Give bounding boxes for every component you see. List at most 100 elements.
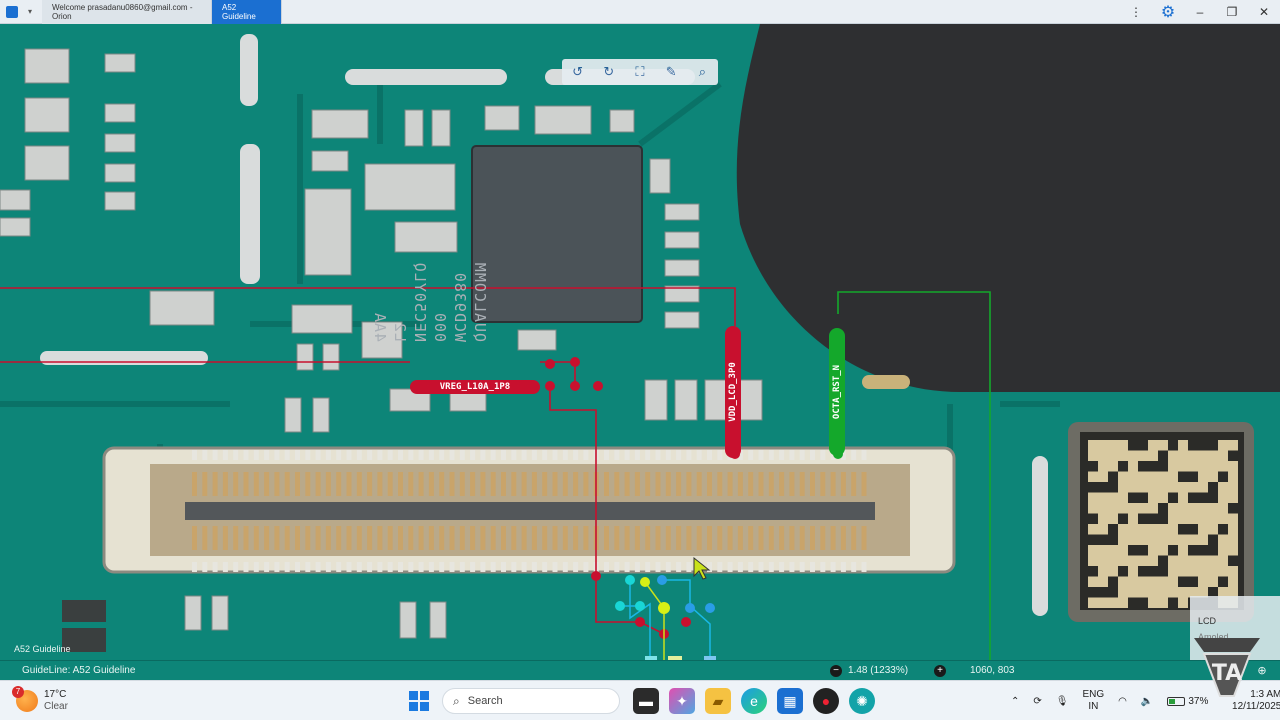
connector-pin: [840, 526, 846, 550]
microphone-icon[interactable]: 🎙: [1055, 695, 1069, 707]
datamatrix-cell: [1098, 576, 1108, 587]
taskbar-search[interactable]: ⌕ Search: [442, 688, 620, 714]
board-viewer-canvas[interactable]: QUALCOMM WCD9380 000 NEC50YLQ L2 4AA VRE…: [0, 24, 1280, 660]
net-label-vdd-lcd[interactable]: VDD_LCD_3P0: [725, 326, 741, 458]
connector-pad: [274, 562, 280, 572]
datamatrix-cell: [1218, 587, 1228, 598]
connector-pad: [583, 562, 589, 572]
connector-pad: [573, 562, 579, 572]
datamatrix-cell: [1218, 450, 1228, 461]
clock[interactable]: 1:3 AM 12/11/2025: [1221, 689, 1280, 713]
globe-icon[interactable]: ⊕: [1257, 665, 1267, 677]
connector-pad: [490, 450, 496, 460]
datamatrix-cell: [1148, 576, 1158, 587]
fit-screen-icon[interactable]: ⛶: [635, 64, 645, 79]
layer-amoled[interactable]: Amoled: [1198, 632, 1229, 642]
zoom-in-button[interactable]: +: [934, 664, 946, 677]
gear-icon[interactable]: ⚙: [1160, 3, 1176, 21]
cursor-coordinates: 1060, 803: [970, 665, 1015, 676]
connector-pin: [449, 526, 455, 550]
store-icon[interactable]: ▦: [777, 688, 803, 714]
connector-pin: [768, 472, 774, 496]
connector-pin: [676, 472, 682, 496]
tab-welcome[interactable]: Welcome prasadanu0860@gmail.com - Orion: [42, 0, 212, 24]
layer-lcd[interactable]: LCD: [1198, 616, 1217, 626]
connector-pin: [367, 472, 373, 496]
connector-pin: [387, 472, 393, 496]
connector-pad: [428, 562, 434, 572]
connector-pin: [202, 472, 208, 496]
chip-line: L2: [391, 321, 409, 342]
connector-pad: [305, 450, 311, 460]
tab-a52-guideline[interactable]: A52 Guideline: [212, 0, 282, 24]
chevron-up-icon[interactable]: ⌃: [1011, 695, 1020, 707]
title-bar: ▾ Welcome prasadanu0860@gmail.com - Orio…: [0, 0, 1280, 24]
connector-pad: [346, 562, 352, 572]
start-button[interactable]: [406, 688, 432, 714]
chip-marking: QUALCOMM WCD9380 000 NEC50YLQ L2 4AA: [370, 192, 490, 342]
chevron-down-icon[interactable]: ▾: [27, 7, 32, 16]
app-icon-red[interactable]: ●: [813, 688, 839, 714]
datamatrix-cell: [1228, 440, 1238, 451]
connector-pin: [614, 472, 620, 496]
connector-pad: [192, 562, 197, 572]
volume-icon[interactable]: 🔈: [1140, 695, 1154, 707]
task-view-icon[interactable]: ▬: [633, 688, 659, 714]
net-label-octa-rst[interactable]: OCTA_RST_N: [829, 328, 845, 456]
connector-pin: [243, 472, 249, 496]
connector-pin: [542, 472, 548, 496]
weather-condition: Clear: [44, 700, 68, 712]
connector-pad: [748, 562, 754, 572]
connector-pad: [542, 450, 548, 460]
datamatrix-cell: [1188, 587, 1198, 598]
connector-pad: [851, 450, 857, 460]
battery-percent: 37%: [1188, 695, 1209, 707]
datamatrix-cell: [1108, 597, 1118, 608]
connector-pad: [737, 562, 743, 572]
search-icon[interactable]: ⌕: [698, 64, 706, 79]
connector-pad: [377, 562, 383, 572]
connector-pin: [336, 526, 342, 550]
datamatrix-cell: [1148, 587, 1158, 598]
sync-icon[interactable]: ⟳: [1033, 695, 1042, 707]
maximize-button[interactable]: ❐: [1226, 4, 1238, 19]
chip-line: WCD9380: [451, 271, 469, 342]
connector-pad: [531, 562, 537, 572]
datamatrix-cell: [1218, 503, 1228, 514]
connector-pad: [573, 450, 579, 460]
connector-pin: [521, 526, 527, 550]
zoom-out-button[interactable]: −: [830, 664, 842, 677]
orion-app-icon[interactable]: ✺: [849, 688, 875, 714]
language-indicator[interactable]: ENG IN: [1082, 689, 1104, 713]
more-options-icon[interactable]: ⋮: [1130, 4, 1142, 19]
connector-pin: [583, 472, 589, 496]
connector-pin: [480, 526, 486, 550]
connector-pin: [676, 526, 682, 550]
net-label-vreg[interactable]: VREG_L10A_1P8: [410, 380, 540, 394]
rotate-left-icon[interactable]: ↺: [572, 64, 584, 79]
connector-pin: [707, 526, 712, 550]
connector-pad: [253, 562, 259, 572]
battery-indicator[interactable]: 37%: [1167, 696, 1208, 707]
connector-pin: [758, 526, 764, 550]
wifi-icon[interactable]: ◠: [1118, 695, 1127, 707]
datamatrix-cell: [1188, 566, 1198, 577]
connector-pin: [511, 526, 517, 550]
copilot-icon[interactable]: ✦: [669, 688, 695, 714]
close-button[interactable]: ✕: [1258, 4, 1270, 19]
connector-pin: [624, 472, 630, 496]
connector-pin: [861, 472, 867, 496]
connector-pin: [634, 526, 640, 550]
app-menu-icon[interactable]: [0, 0, 24, 24]
file-explorer-icon[interactable]: ▰: [705, 688, 731, 714]
connector-pin: [655, 526, 661, 550]
edge-browser-icon[interactable]: e: [741, 688, 767, 714]
connector-pin: [727, 472, 733, 496]
rotate-right-icon[interactable]: ↻: [603, 64, 615, 79]
connector-pin: [501, 526, 506, 550]
weather-widget[interactable]: 7 17°C Clear: [12, 685, 136, 713]
pen-tool-icon[interactable]: ✎: [665, 64, 677, 79]
connector-pad: [418, 450, 424, 460]
datamatrix-cell: [1128, 566, 1138, 577]
minimize-button[interactable]: –: [1196, 4, 1204, 19]
